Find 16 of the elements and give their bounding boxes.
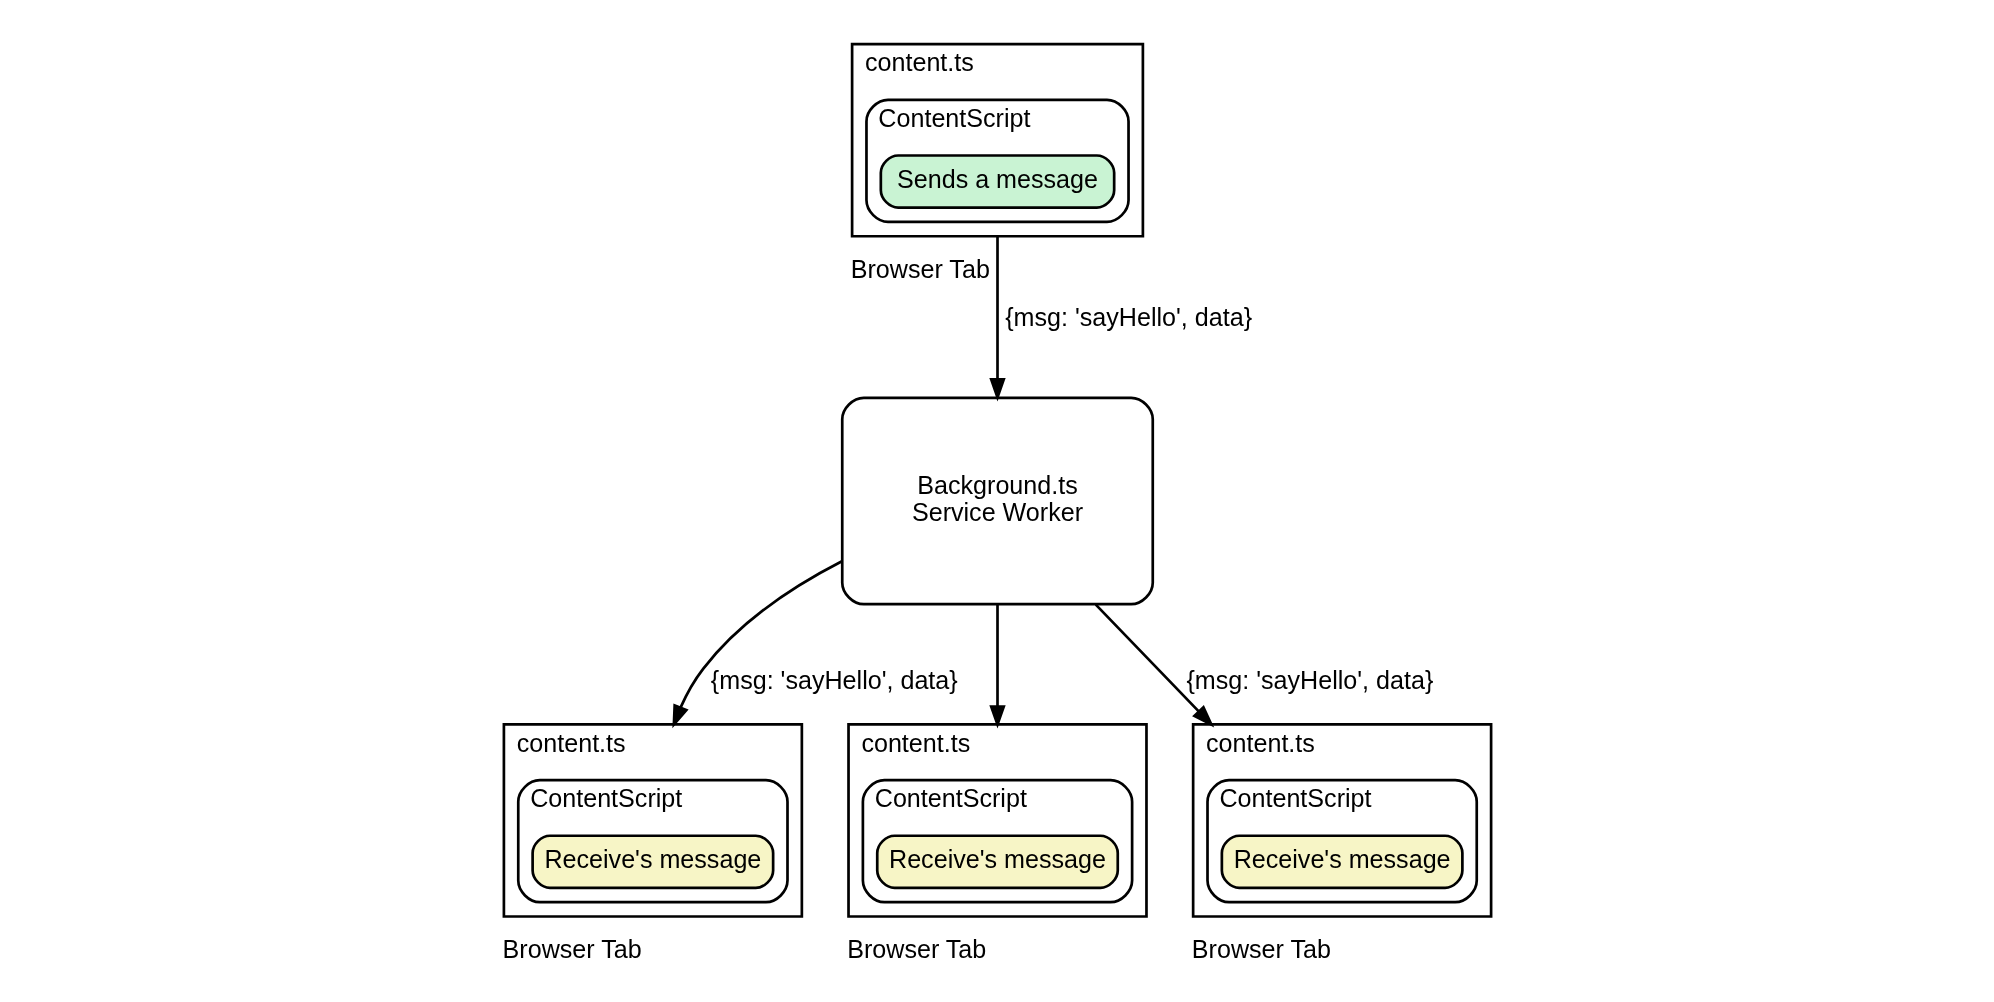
- node-label: Browser Tab: [850, 254, 990, 283]
- edge-label: {msg: 'sayHello', data}: [1004, 303, 1252, 332]
- arrow: [671, 560, 843, 729]
- node-box: Receive's message: [1220, 834, 1464, 890]
- node-box: Sends a message: [879, 154, 1115, 209]
- edge-label: {msg: 'sayHello', data}: [1185, 665, 1433, 694]
- arrow: [988, 604, 1006, 729]
- arrow: [988, 236, 1006, 402]
- node-box: Receive's message: [875, 834, 1119, 890]
- node-label: Browser Tab: [846, 935, 986, 964]
- node-box: Background.ts Service Worker: [840, 396, 1154, 606]
- node-label: Browser Tab: [502, 935, 642, 964]
- node-box: Receive's message: [530, 834, 774, 890]
- node-label: Browser Tab: [1191, 935, 1331, 964]
- edge-label: {msg: 'sayHello', data}: [710, 665, 958, 694]
- arrow: [1094, 603, 1214, 728]
